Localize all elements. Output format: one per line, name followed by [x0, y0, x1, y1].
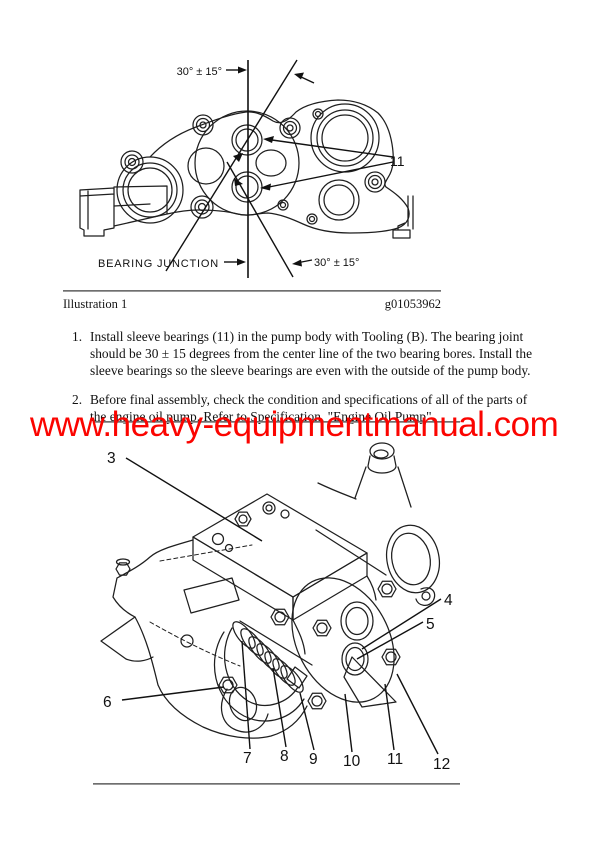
- step-2: 2. Before final assembly, check the cond…: [72, 392, 544, 426]
- arrow-icon: [292, 259, 302, 267]
- angle-label-top: 30° ± 15°: [177, 66, 222, 78]
- arrow-icon: [237, 258, 246, 266]
- bearing-angle-annotations: [165, 59, 394, 278]
- step-number: 1.: [72, 329, 83, 344]
- hex-plug: [234, 511, 252, 527]
- callout-7: 7: [243, 750, 252, 767]
- arrow-icon: [233, 153, 243, 162]
- caption-label: Illustration 1: [63, 297, 128, 311]
- callout-12: 12: [433, 756, 450, 773]
- illustration-2-oil-pump-figure: 3 4 5 6 7 8 9 10 11 12: [100, 442, 453, 773]
- bearing-junction-label: BEARING JUNCTION: [98, 258, 219, 270]
- caption-id: g01053962: [384, 297, 441, 311]
- step-text: Install sleeve bearings (11) in the pump…: [90, 329, 533, 378]
- callout-5: 5: [426, 616, 435, 633]
- callout-6: 6: [103, 694, 112, 711]
- arrow-icon: [263, 136, 274, 143]
- hex-bolts: [218, 580, 401, 710]
- callout-numbers: 3 4 5 6 7 8 9 10 11 12: [103, 450, 453, 773]
- callout-9: 9: [309, 751, 318, 768]
- arrow-icon: [238, 66, 247, 74]
- callout-3: 3: [107, 450, 116, 467]
- arrow-icon: [294, 72, 304, 80]
- bottom-divider: [93, 783, 460, 785]
- watermark-text: www.heavy-equipmentmanual.com: [30, 405, 559, 444]
- bearing-joint-line-upper: [165, 59, 298, 272]
- instruction-steps: 1. Install sleeve bearings (11) in the p…: [72, 329, 544, 439]
- oil-pump-assembly-drawing: [100, 442, 441, 739]
- callout-4: 4: [444, 592, 453, 609]
- angle-label-bottom: 30° ± 15°: [314, 257, 359, 269]
- section-divider: [93, 421, 460, 423]
- arrow-icon: [260, 183, 271, 191]
- illustration-1-pump-body-figure: 30° ± 15° 30° ± 15° BEARING JUNCTION 11: [79, 59, 414, 278]
- step-1: 1. Install sleeve bearings (11) in the p…: [72, 329, 544, 379]
- callout-leader-lines: [121, 457, 442, 755]
- step-text: Before final assembly, check the conditi…: [90, 392, 528, 425]
- caption-divider: [63, 290, 441, 292]
- pump-body-drawing: [79, 99, 414, 239]
- callout-11-label: 11: [390, 153, 405, 169]
- step-number: 2.: [72, 392, 83, 408]
- illustration-1-caption: Illustration 1 g01053962: [63, 297, 441, 312]
- callout-8: 8: [280, 748, 289, 765]
- callout-10: 10: [343, 753, 361, 770]
- callout-11: 11: [387, 751, 403, 768]
- arrow-icon: [234, 178, 243, 186]
